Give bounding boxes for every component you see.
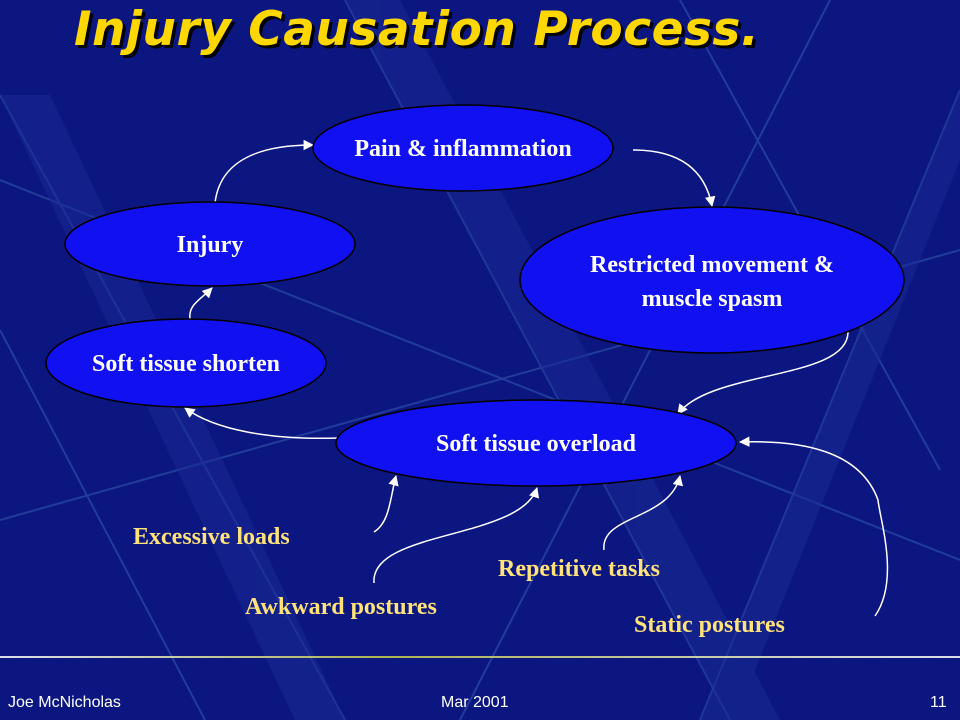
arrow-overload-to-shorten — [184, 407, 339, 439]
cause-awkward-postures: Awkward postures — [245, 594, 437, 620]
node-label-shorten: Soft tissue shorten — [92, 351, 280, 377]
arrow-pain-to-restricted — [632, 149, 716, 208]
footer-page-number: 11 — [930, 694, 947, 711]
node-injury — [64, 201, 356, 287]
arrow-static-to-overload — [738, 436, 889, 617]
node-label-injury: Injury — [177, 232, 244, 258]
arrow-awkward-to-overload — [373, 487, 540, 584]
node-label-restricted-line2: muscle spasm — [642, 286, 783, 312]
arrow-injury-to-pain — [214, 139, 315, 204]
arrow-repetitive-to-overload — [603, 474, 684, 551]
arrow-shorten-to-injury — [189, 287, 213, 320]
node-restricted-movement — [519, 206, 905, 354]
footer-author: Joe McNicholas — [8, 694, 121, 711]
node-label-pain: Pain & inflammation — [354, 136, 571, 162]
node-label-overload: Soft tissue overload — [436, 431, 637, 457]
arrow-restricted-to-overload — [677, 331, 849, 415]
node-label-restricted-line1: Restricted movement & — [590, 252, 834, 278]
cause-excessive-loads: Excessive loads — [133, 524, 290, 550]
page-title: Injury Causation Process. — [74, 2, 760, 57]
cause-static-postures: Static postures — [634, 612, 785, 638]
footer-date: Mar 2001 — [441, 694, 509, 711]
cause-repetitive-tasks: Repetitive tasks — [498, 556, 660, 582]
node-soft-tissue-shorten — [45, 318, 327, 408]
node-pain-inflammation — [312, 104, 614, 192]
footer-divider — [0, 656, 960, 658]
node-soft-tissue-overload — [335, 399, 737, 487]
arrow-excessive-to-overload — [373, 474, 399, 533]
